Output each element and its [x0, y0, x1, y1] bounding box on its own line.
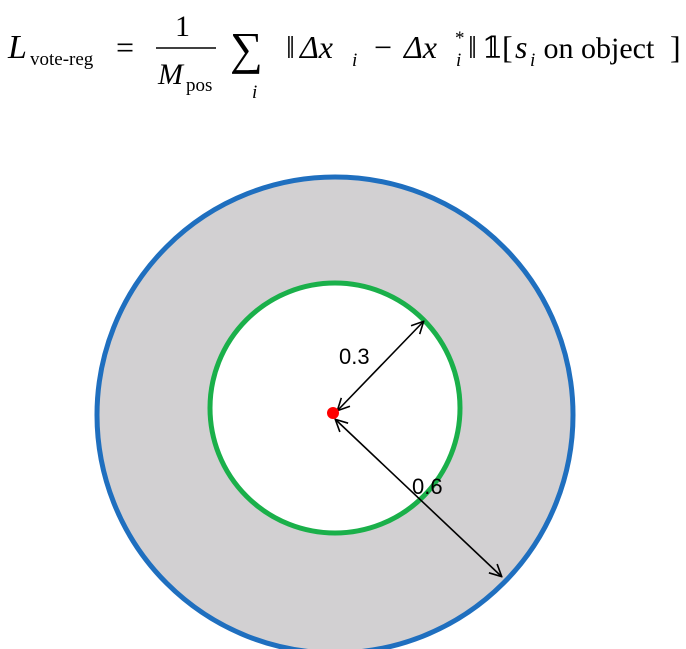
- formula-delta-x-star-sub: i: [456, 50, 461, 71]
- formula-fraction-denominator-subscript: pos: [186, 75, 212, 96]
- formula-sum-symbol: ∑: [230, 23, 263, 74]
- outer-radius-label: 0.6: [412, 474, 443, 499]
- formula-fraction-denominator: M: [157, 58, 185, 91]
- formula-fraction-numerator: 1: [175, 10, 190, 43]
- formula-minus: −: [374, 29, 392, 65]
- formula: L vote-reg = 1 M pos ∑ i ‖ Δx i − Δx * i…: [7, 10, 681, 103]
- formula-delta-x-sub: i: [352, 50, 357, 71]
- formula-close-norm: ‖: [468, 29, 477, 65]
- outer-radius-arrow: [336, 420, 501, 576]
- formula-equals: =: [116, 29, 134, 65]
- formula-delta-x-star-sup: *: [455, 28, 465, 49]
- center-point: [327, 407, 339, 419]
- inner-radius-arrow: [338, 322, 423, 410]
- formula-delta-x: Δx: [298, 29, 333, 65]
- formula-indicator-text: on object: [536, 32, 655, 65]
- formula-s-sub: i: [530, 50, 535, 71]
- formula-indicator: 𝟙: [482, 32, 503, 65]
- formula-indicator-close-bracket: ]: [670, 29, 681, 65]
- formula-open-norm: ‖: [286, 29, 295, 65]
- formula-lhs-symbol: L: [7, 29, 27, 66]
- formula-s-symbol: s: [515, 29, 527, 65]
- formula-indicator-open-bracket: [: [502, 29, 513, 65]
- formula-delta-x-star: Δx: [402, 29, 437, 65]
- inner-radius-label: 0.3: [339, 344, 370, 369]
- formula-sum-index: i: [252, 82, 257, 103]
- formula-lhs-subscript: vote-reg: [30, 49, 94, 70]
